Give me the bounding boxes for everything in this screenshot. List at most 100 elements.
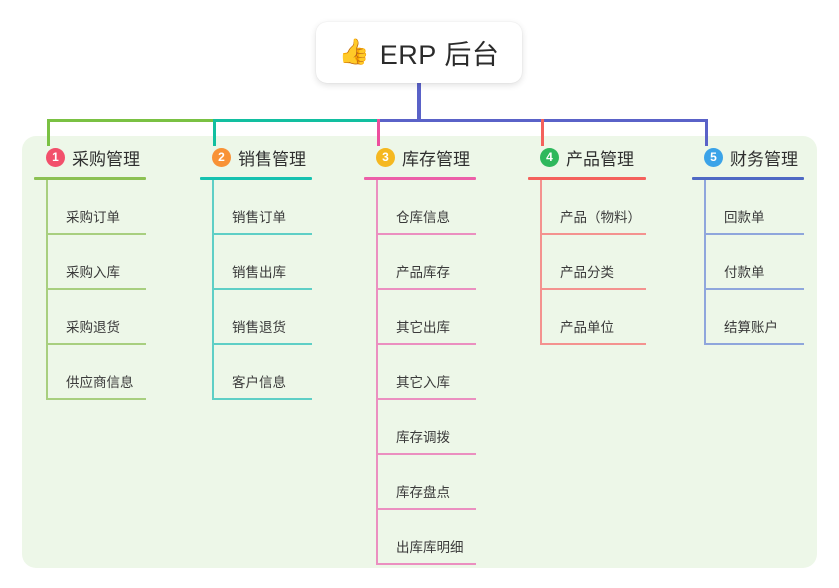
list-item-label: 采购入库	[66, 265, 120, 280]
list-item[interactable]: 产品（物料）	[540, 180, 646, 235]
list-item-rule	[214, 233, 312, 235]
column-title: 财务管理	[730, 149, 798, 169]
list-item-label: 销售退货	[232, 320, 286, 335]
list-item-rule	[378, 508, 476, 510]
column-spine	[212, 180, 214, 400]
list-item-label: 产品分类	[560, 265, 614, 280]
root-node-card[interactable]: 👍 ERP 后台	[316, 22, 522, 83]
list-item-rule	[706, 288, 804, 290]
bus-segment-2	[213, 119, 379, 122]
list-item-rule	[48, 398, 146, 400]
list-item-label: 付款单	[724, 265, 765, 280]
column-badge-4: 4	[540, 147, 559, 167]
list-item-label: 出库库明细	[396, 540, 464, 555]
column-title: 采购管理	[72, 149, 140, 169]
column-header-rule	[364, 177, 476, 180]
root-node-content: 👍 ERP 后台	[339, 33, 500, 72]
column-items: 销售订单销售出库销售退货客户信息	[200, 180, 312, 400]
list-item-rule	[48, 343, 146, 345]
column-badge-2: 2	[212, 147, 231, 167]
list-item-rule	[214, 343, 312, 345]
column-title: 库存管理	[402, 149, 470, 169]
column-header-1[interactable]: 1 采购管理	[34, 144, 146, 170]
column-badge-1: 1	[46, 147, 65, 167]
list-item[interactable]: 采购退货	[46, 290, 146, 345]
root-stem	[417, 83, 421, 122]
column-spine	[540, 180, 542, 345]
list-item-label: 回款单	[724, 210, 765, 225]
list-item-label: 其它入库	[396, 375, 450, 390]
column-items: 采购订单采购入库采购退货供应商信息	[34, 180, 146, 400]
list-item-label: 销售订单	[232, 210, 286, 225]
column-badge-3: 3	[376, 147, 395, 167]
list-item-label: 产品（物料）	[560, 210, 641, 225]
list-item[interactable]: 采购入库	[46, 235, 146, 290]
diagram-panel	[22, 136, 817, 568]
column-库存管理: 3 库存管理仓库信息产品库存其它出库其它入库库存调拨库存盘点出库库明细	[364, 144, 476, 565]
list-item[interactable]: 产品分类	[540, 235, 646, 290]
list-item-rule	[706, 233, 804, 235]
column-spine	[46, 180, 48, 400]
column-items: 产品（物料） 产品分类产品单位	[528, 180, 646, 345]
list-item[interactable]: 仓库信息	[376, 180, 476, 235]
list-item[interactable]: 销售订单	[212, 180, 312, 235]
column-header-rule	[528, 177, 646, 180]
list-item[interactable]: 其它入库	[376, 345, 476, 400]
list-item-label: 库存盘点	[396, 485, 450, 500]
list-item-rule	[378, 563, 476, 565]
column-items: 回款单付款单结算账户	[692, 180, 804, 345]
bus-segment-3	[377, 119, 707, 122]
list-item[interactable]: 采购订单	[46, 180, 146, 235]
bus-segment-1	[47, 119, 215, 122]
list-item-rule	[214, 288, 312, 290]
column-header-rule	[200, 177, 312, 180]
list-item[interactable]: 产品单位	[540, 290, 646, 345]
list-item[interactable]: 库存调拨	[376, 400, 476, 455]
list-item[interactable]: 出库库明细	[376, 510, 476, 565]
column-header-rule	[692, 177, 804, 180]
column-采购管理: 1 采购管理采购订单采购入库采购退货供应商信息	[34, 144, 146, 400]
list-item[interactable]: 结算账户	[704, 290, 804, 345]
list-item[interactable]: 库存盘点	[376, 455, 476, 510]
list-item-label: 其它出库	[396, 320, 450, 335]
list-item-label: 仓库信息	[396, 210, 450, 225]
list-item[interactable]: 销售出库	[212, 235, 312, 290]
list-item[interactable]: 付款单	[704, 235, 804, 290]
list-item-label: 产品单位	[560, 320, 614, 335]
column-header-2[interactable]: 2 销售管理	[200, 144, 312, 170]
list-item-label: 产品库存	[396, 265, 450, 280]
list-item[interactable]: 客户信息	[212, 345, 312, 400]
list-item-label: 采购订单	[66, 210, 120, 225]
list-item-rule	[542, 288, 646, 290]
list-item[interactable]: 销售退货	[212, 290, 312, 345]
list-item-rule	[378, 453, 476, 455]
column-产品管理: 4 产品管理产品（物料） 产品分类产品单位	[528, 144, 646, 345]
list-item-label: 销售出库	[232, 265, 286, 280]
list-item-label: 客户信息	[232, 375, 286, 390]
list-item[interactable]: 回款单	[704, 180, 804, 235]
column-badge-5: 5	[704, 147, 723, 167]
column-header-3[interactable]: 3 库存管理	[364, 144, 476, 170]
column-财务管理: 5 财务管理回款单付款单结算账户	[692, 144, 804, 345]
list-item[interactable]: 其它出库	[376, 290, 476, 345]
list-item[interactable]: 供应商信息	[46, 345, 146, 400]
list-item-rule	[378, 233, 476, 235]
list-item-rule	[48, 288, 146, 290]
column-销售管理: 2 销售管理销售订单销售出库销售退货客户信息	[200, 144, 312, 400]
list-item-label: 供应商信息	[66, 375, 134, 390]
list-item[interactable]: 产品库存	[376, 235, 476, 290]
list-item-rule	[706, 343, 804, 345]
column-header-4[interactable]: 4 产品管理	[528, 144, 646, 170]
column-title: 产品管理	[566, 149, 634, 169]
root-node-title: ERP 后台	[379, 40, 500, 70]
list-item-label: 采购退货	[66, 320, 120, 335]
column-header-5[interactable]: 5 财务管理	[692, 144, 804, 170]
column-title: 销售管理	[238, 149, 306, 169]
column-spine	[704, 180, 706, 345]
list-item-rule	[378, 398, 476, 400]
column-items: 仓库信息产品库存其它出库其它入库库存调拨库存盘点出库库明细	[364, 180, 476, 565]
list-item-rule	[214, 398, 312, 400]
thumbs-up-icon: 👍	[338, 38, 370, 66]
list-item-rule	[542, 233, 646, 235]
column-header-rule	[34, 177, 146, 180]
